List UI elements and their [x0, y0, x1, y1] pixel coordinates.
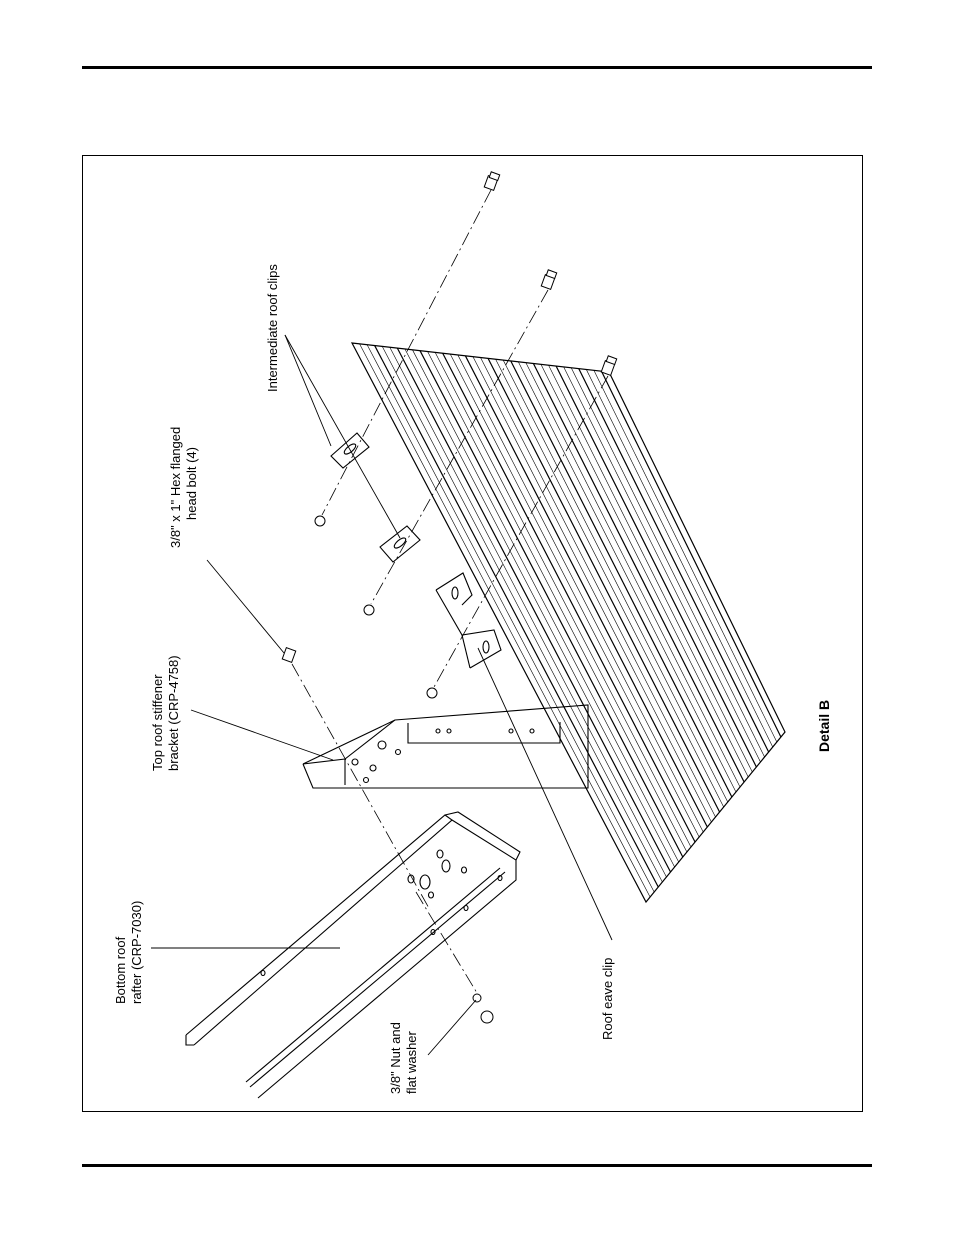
- label-line-2: rafter (CRP-7030): [129, 901, 145, 1004]
- label-intermediate-roof-clips: Intermediate roof clips: [265, 264, 281, 392]
- label-text: Intermediate roof clips: [265, 264, 281, 392]
- corrugation-line: [458, 355, 703, 832]
- fasteners: [282, 172, 616, 1023]
- label-text: Roof eave clip: [600, 958, 616, 1040]
- corrugation-line: [367, 345, 654, 892]
- corrugation-line: [586, 369, 772, 747]
- label-hex-flanged-bolt: 3/8" x 1" Hex flanged head bolt (4): [168, 427, 200, 548]
- corrugation-line: [443, 353, 695, 842]
- corrugation-line: [549, 365, 753, 772]
- hex-bolt-left: [282, 648, 296, 663]
- washer: [473, 994, 481, 1002]
- nut-1: [315, 516, 325, 526]
- roof-eave-clip: [436, 573, 501, 668]
- hex-bolt-lower: [601, 356, 616, 376]
- label-line-1: Bottom roof: [113, 901, 129, 1004]
- corrugation-line: [390, 347, 667, 877]
- leader-lines: [151, 335, 612, 1055]
- top-roof-stiffener-bracket: [303, 705, 588, 788]
- hex-bolt-middle: [541, 270, 556, 290]
- corrugation-line: [579, 369, 769, 752]
- bottom-roof-rafter: [186, 812, 520, 1098]
- corrugation-line: [473, 357, 711, 822]
- corrugation-line: [601, 371, 780, 737]
- intermediate-roof-clips: [331, 433, 420, 562]
- corrugation-line: [541, 364, 748, 777]
- corrugation-line: [375, 346, 659, 887]
- nut-4: [481, 1011, 493, 1023]
- corrugation-line: [428, 352, 687, 852]
- hex-bolt-top: [484, 172, 499, 191]
- corrugation-line: [412, 350, 678, 862]
- label-line-2: head bolt (4): [184, 427, 200, 548]
- label-bottom-roof-rafter: Bottom roof rafter (CRP-7030): [113, 901, 145, 1004]
- detail-caption: Detail B: [816, 700, 832, 752]
- corrugation-line: [450, 354, 699, 837]
- label-top-roof-stiffener: Top roof stiffener bracket (CRP-4758): [150, 655, 182, 771]
- label-line-1: 3/8" Nut and: [388, 1022, 404, 1094]
- footer-rule: [82, 1164, 872, 1167]
- label-line-2: bracket (CRP-4758): [166, 655, 182, 771]
- label-line-1: 3/8" x 1" Hex flanged: [168, 427, 184, 548]
- corrugation-line: [503, 360, 728, 802]
- corrugation-line: [405, 349, 675, 867]
- label-line-1: Top roof stiffener: [150, 655, 166, 771]
- roof-panel: [352, 343, 785, 902]
- label-line-2: flat washer: [404, 1022, 420, 1094]
- nut-3: [427, 688, 437, 698]
- corrugation-line: [556, 366, 756, 767]
- corrugation-line: [397, 348, 670, 872]
- center-lines: [292, 190, 608, 993]
- label-roof-eave-clip: Roof eave clip: [600, 958, 616, 1040]
- nut-2: [364, 605, 374, 615]
- corrugation-line: [496, 359, 724, 807]
- detail-text: Detail B: [816, 700, 832, 752]
- label-nut-flat-washer: 3/8" Nut and flat washer: [388, 1022, 420, 1094]
- corrugation-line: [360, 344, 651, 897]
